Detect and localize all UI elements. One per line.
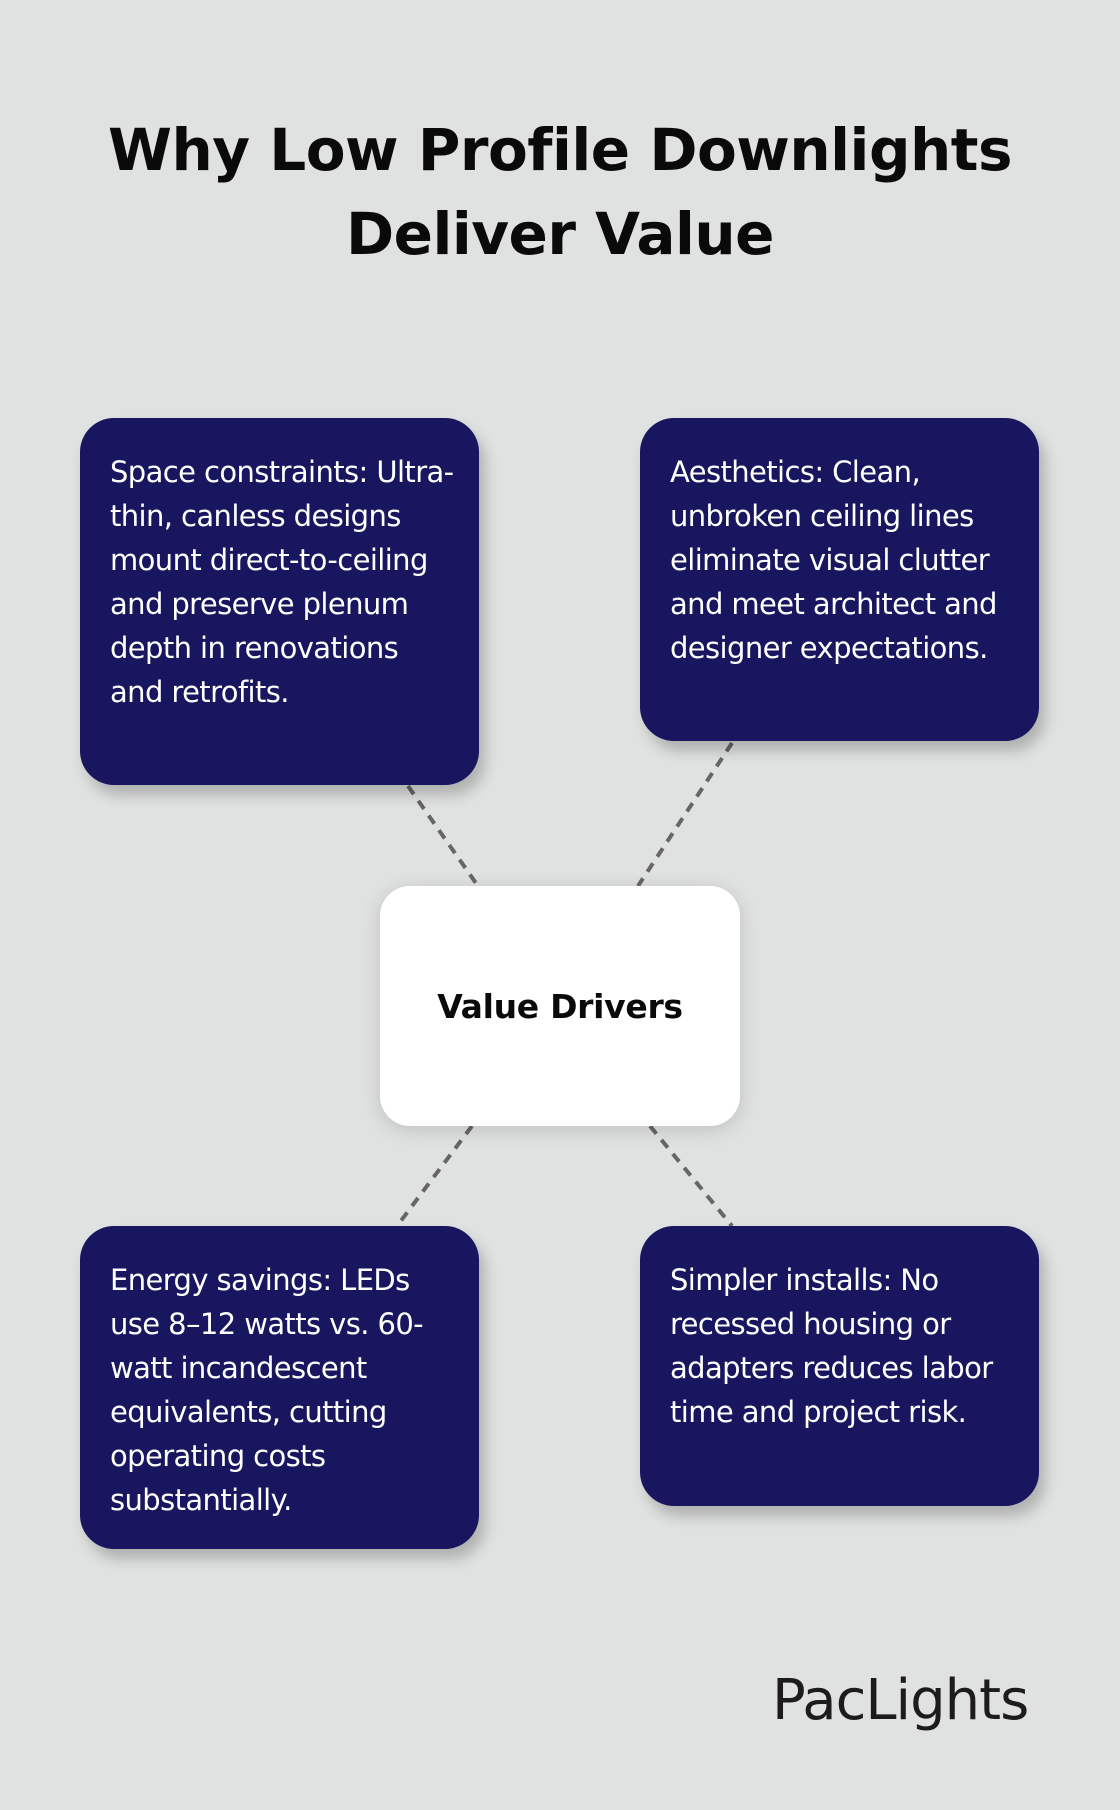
card-aesthetics: Aesthetics: Clean, unbroken ceiling line…: [640, 418, 1039, 741]
title-line-2: Deliver Value: [345, 200, 775, 268]
connector-top-left: [406, 784, 480, 888]
card-simpler-installs: Simpler installs: No recessed housing or…: [640, 1226, 1039, 1506]
center-node-value-drivers: Value Drivers: [380, 886, 740, 1126]
paclights-logo: PacLights: [772, 1668, 1029, 1733]
card-energy-savings: Energy savings: LEDs use 8–12 watts vs. …: [80, 1226, 479, 1549]
connector-bottom-left: [395, 1124, 474, 1228]
connector-bottom-right: [648, 1124, 734, 1228]
page-title: Why Low Profile Downlights Deliver Value: [60, 108, 1060, 276]
center-label: Value Drivers: [437, 986, 683, 1026]
title-line-1: Why Low Profile Downlights: [107, 116, 1013, 184]
card-text: Energy savings: LEDs use 8–12 watts vs. …: [110, 1263, 424, 1517]
connector-top-right: [636, 741, 734, 888]
card-text: Aesthetics: Clean, unbroken ceiling line…: [670, 455, 997, 665]
card-text: Simpler installs: No recessed housing or…: [670, 1263, 993, 1429]
card-text: Space constraints: Ultra-thin, canless d…: [110, 455, 454, 709]
card-space-constraints: Space constraints: Ultra-thin, canless d…: [80, 418, 479, 785]
